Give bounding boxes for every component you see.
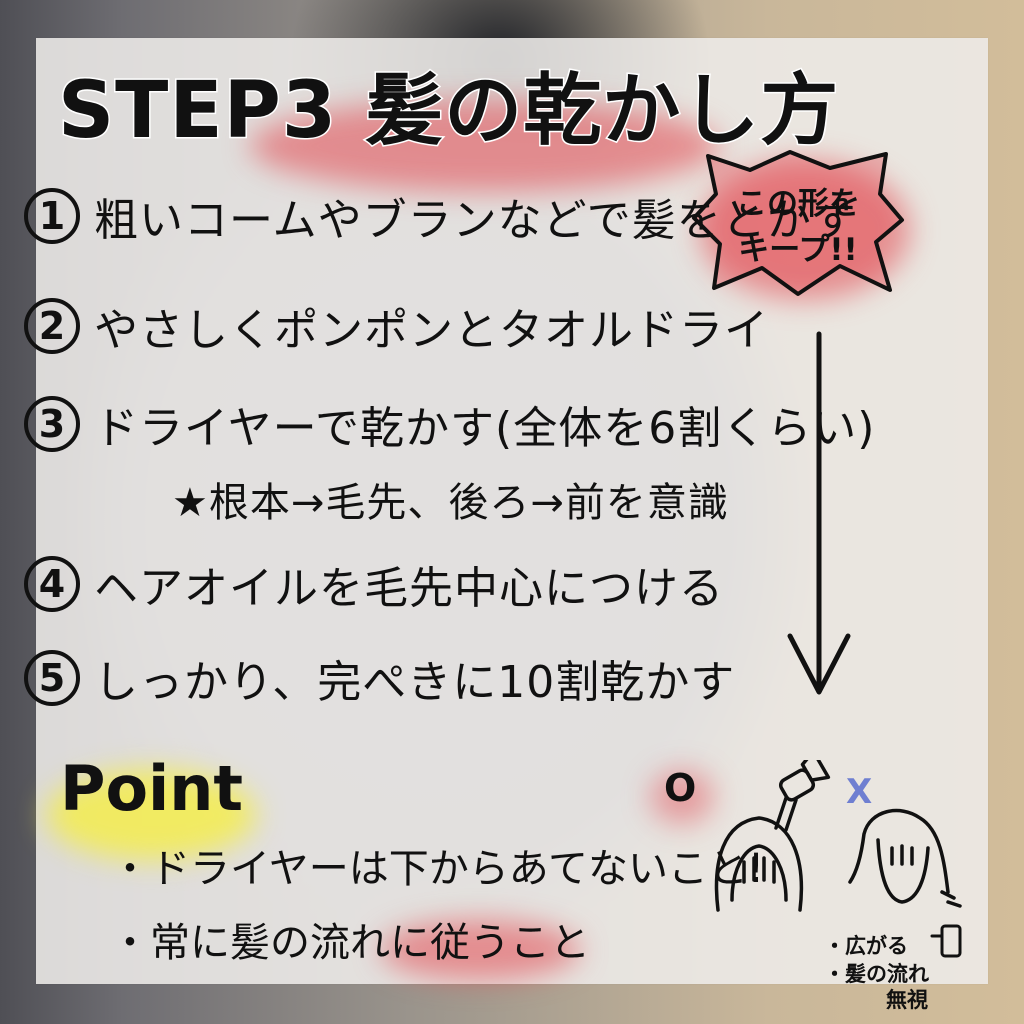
step-number: 2 — [24, 298, 80, 354]
bad-note-1: ・広がる — [824, 934, 908, 958]
step-4: 4 ヘアオイルを毛先中心につける — [24, 552, 724, 616]
point-bullet-2: ・常に髪の流れに従うこと — [110, 920, 590, 966]
badge-highlight — [700, 160, 910, 300]
step-text: ヘアオイルを毛先中心につける — [94, 563, 724, 614]
speech-burst-icon — [692, 150, 904, 296]
point-bullet-1: ・ドライヤーは下からあてないこと! — [110, 846, 765, 892]
step-number: 4 — [24, 556, 80, 612]
bad-note-3: 無視 — [886, 988, 928, 1012]
bullet-highlight — [380, 920, 580, 980]
title-highlight — [250, 100, 720, 192]
step-number: 1 — [24, 188, 80, 244]
point-title: Point — [60, 752, 244, 825]
badge-line-2: キープ!! — [738, 232, 858, 268]
step-text: しっかり、完ぺきに10割乾かす — [94, 657, 736, 708]
good-mark: O — [664, 766, 697, 810]
point-highlight — [46, 770, 256, 860]
down-arrow-icon — [787, 331, 851, 695]
good-mark-highlight — [650, 770, 714, 824]
hair-dryer-icon — [930, 924, 962, 958]
step-5: 5 しっかり、完ぺきに10割乾かす — [24, 646, 735, 710]
step-number: 5 — [24, 650, 80, 706]
step-text: 粗いコームやブランなどで髪をとかす — [94, 195, 857, 246]
step-text: ドライヤーで乾かす(全体を6割くらい) — [94, 403, 876, 454]
bad-mark: X — [846, 772, 873, 812]
badge-line-1: この形を — [736, 186, 860, 222]
page-title: STEP3 髪の乾かし方 — [56, 65, 840, 158]
step-1: 1 粗いコームやブランなどで髪をとかす — [24, 184, 857, 248]
head-bad-icon — [848, 808, 962, 908]
head-good-icon — [714, 816, 804, 912]
step-2: 2 やさしくポンポンとタオルドライ — [24, 294, 769, 358]
step-number: 3 — [24, 396, 80, 452]
step-text: やさしくポンポンとタオルドライ — [94, 305, 769, 356]
step-3: 3 ドライヤーで乾かす(全体を6割くらい) — [24, 392, 875, 456]
bad-note-2: ・髪の流れ — [824, 962, 929, 986]
step-3-note: ★根本→毛先、後ろ→前を意識 — [172, 480, 729, 526]
